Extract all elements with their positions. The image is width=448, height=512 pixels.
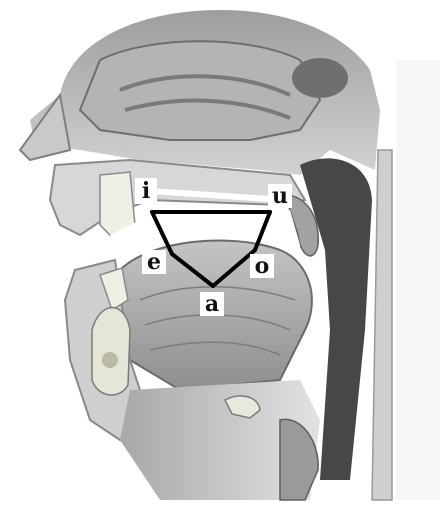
vowel-label-e: e <box>142 249 166 275</box>
vowel-o-text: o <box>255 253 270 279</box>
mandible-bone <box>92 308 130 396</box>
sphenoid-sinus <box>292 58 348 98</box>
vowel-label-o: o <box>250 253 274 279</box>
mandible-marrow <box>102 352 118 368</box>
vowel-a-text: a <box>205 291 219 317</box>
vowel-label-a: a <box>200 291 224 317</box>
vowel-label-u: u <box>268 183 292 209</box>
vowel-u-text: u <box>272 183 288 209</box>
vowel-e-text: e <box>147 249 161 275</box>
vowel-label-i: i <box>135 178 157 204</box>
vowel-i-text: i <box>142 178 150 204</box>
right-margin-texture <box>396 60 440 500</box>
